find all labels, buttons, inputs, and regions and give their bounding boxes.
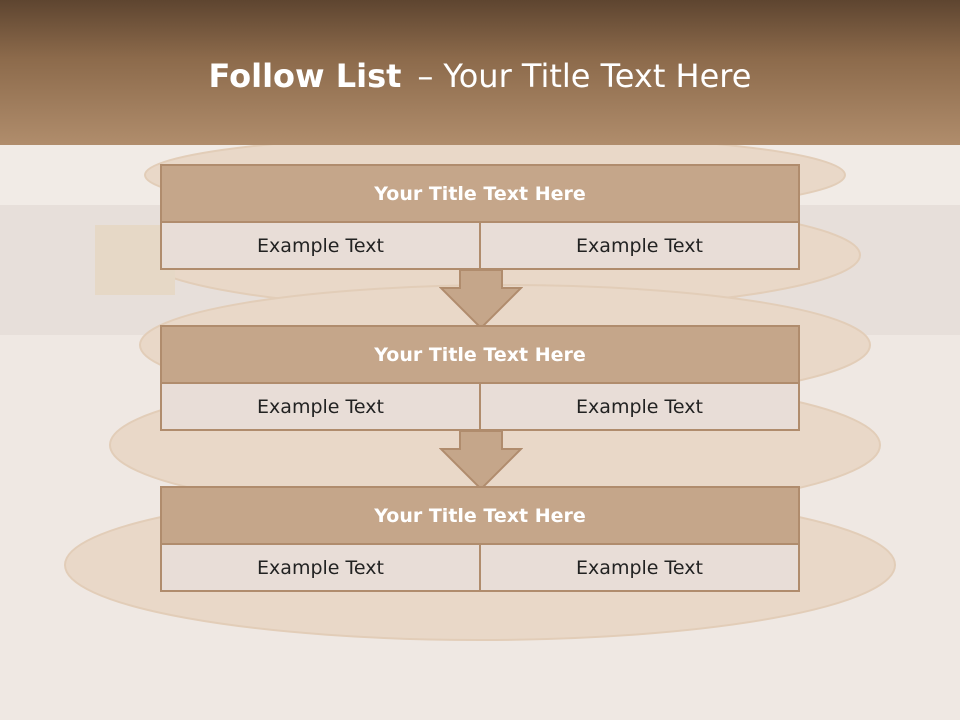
step-1-left-cell: Example Text — [162, 223, 479, 268]
down-arrow-icon — [439, 270, 523, 330]
step-title-3: Your Title Text Here — [162, 488, 798, 545]
step-row-3: Example Text Example Text — [162, 545, 798, 590]
step-box-1: Your Title Text Here Example Text Exampl… — [160, 164, 800, 270]
slide-title: Follow List–Your Title Text Here — [0, 52, 960, 100]
step-3-right-cell: Example Text — [479, 545, 798, 590]
step-box-2: Your Title Text Here Example Text Exampl… — [160, 325, 800, 431]
step-row-2: Example Text Example Text — [162, 384, 798, 429]
step-box-3: Your Title Text Here Example Text Exampl… — [160, 486, 800, 592]
step-title-1: Your Title Text Here — [162, 166, 798, 223]
step-title-2: Your Title Text Here — [162, 327, 798, 384]
step-3-left-cell: Example Text — [162, 545, 479, 590]
title-rest: Your Title Text Here — [443, 57, 752, 95]
step-row-1: Example Text Example Text — [162, 223, 798, 268]
header-band — [0, 0, 960, 145]
step-1-right-cell: Example Text — [479, 223, 798, 268]
title-separator: – — [417, 57, 434, 95]
step-2-left-cell: Example Text — [162, 384, 479, 429]
step-2-right-cell: Example Text — [479, 384, 798, 429]
title-bold: Follow List — [208, 57, 402, 95]
down-arrow-icon — [439, 431, 523, 491]
